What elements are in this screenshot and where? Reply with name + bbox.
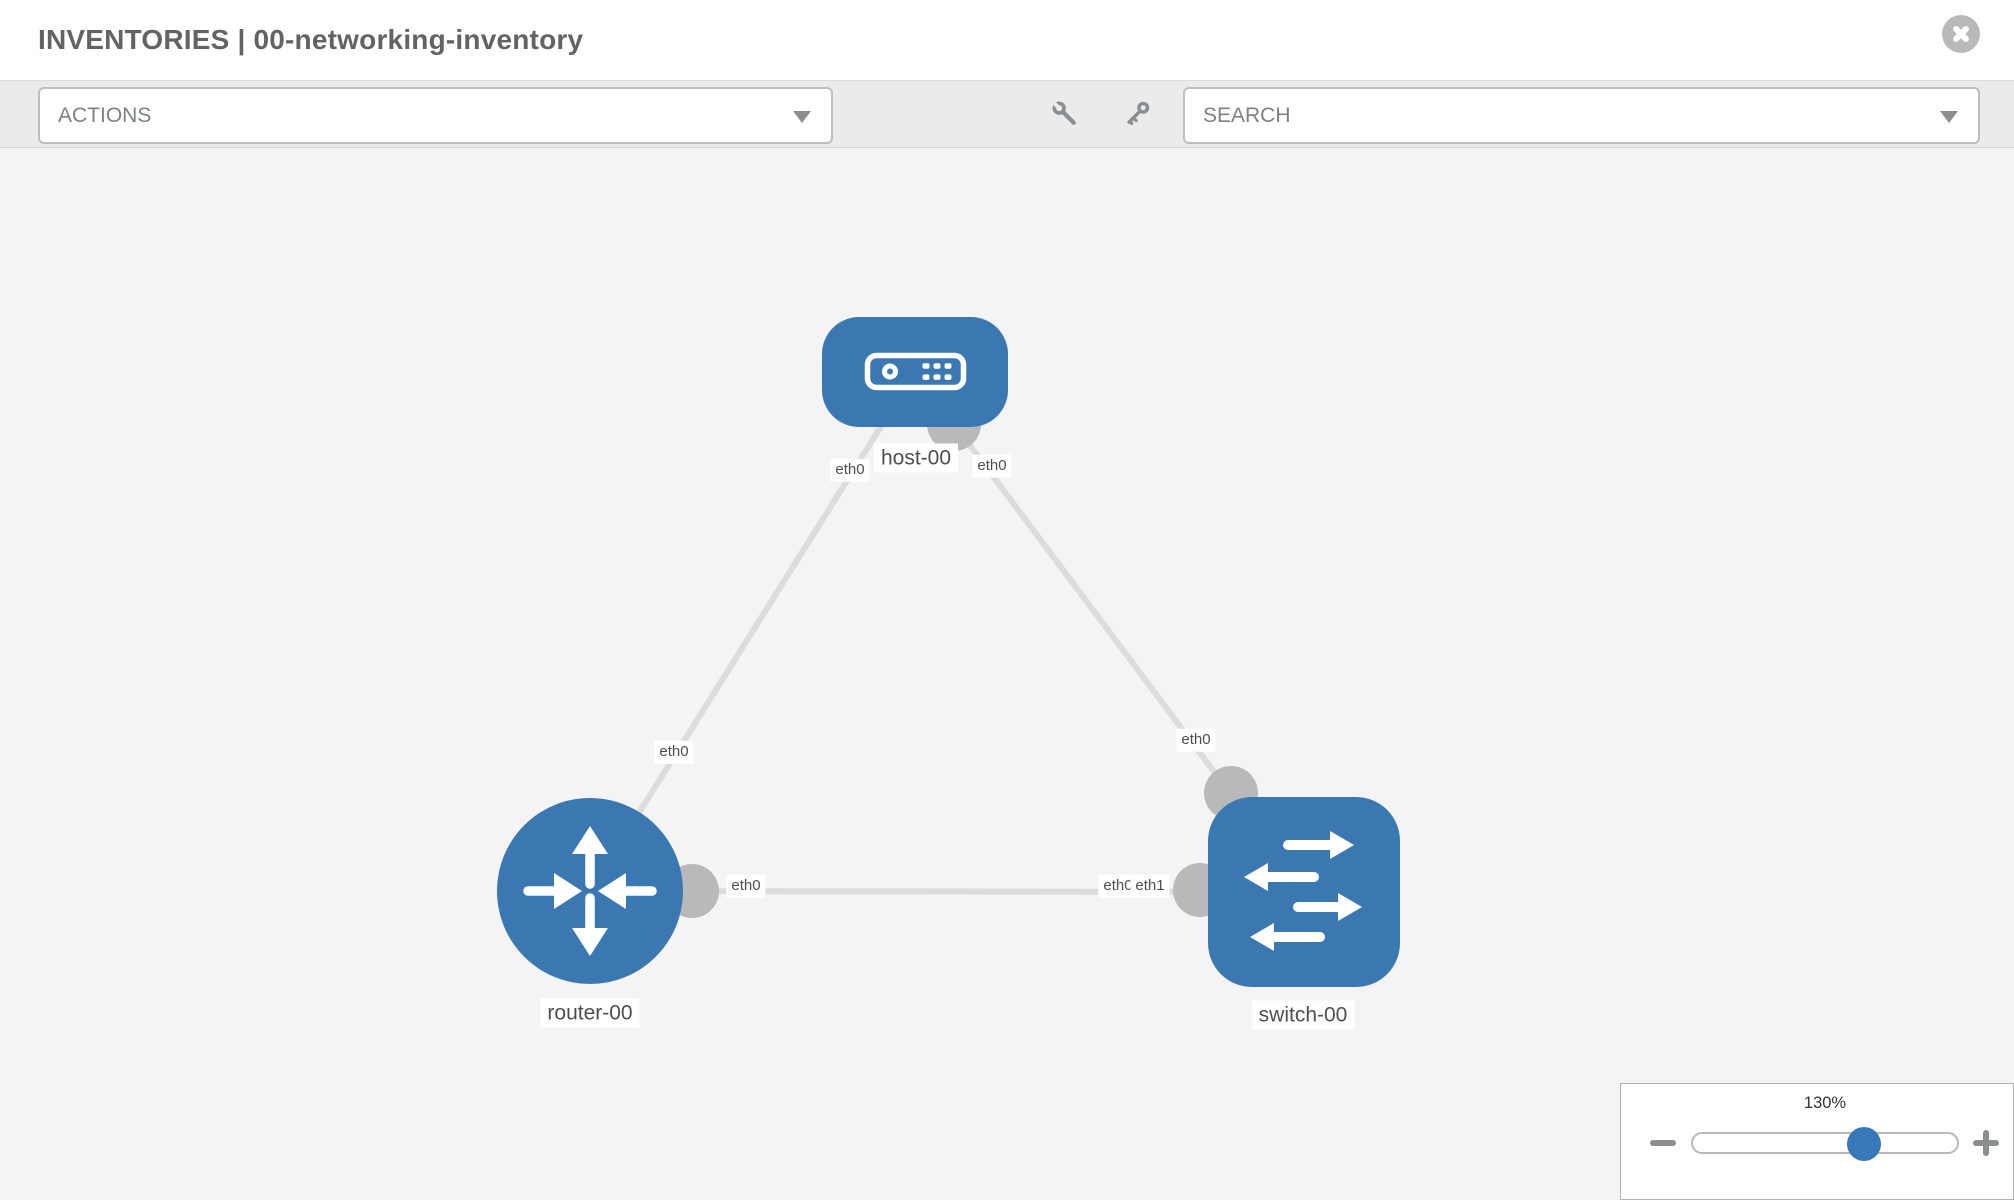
- close-icon[interactable]: [1942, 15, 1980, 53]
- zoom-panel: 130%: [1620, 1083, 2014, 1200]
- node-router-00[interactable]: [497, 798, 683, 984]
- plus-icon-bar: [1983, 1130, 1989, 1156]
- chevron-down-icon: [793, 110, 811, 123]
- link-host-router[interactable]: [587, 370, 918, 893]
- node-label-router: router-00: [540, 998, 640, 1028]
- node-label-switch: switch-00: [1251, 1000, 1355, 1030]
- host-icon: [864, 352, 967, 391]
- router-node-shape: [497, 798, 683, 984]
- search-placeholder: SEARCH: [1203, 103, 1291, 127]
- interface-label: eth1: [1130, 874, 1170, 898]
- node-switch-00[interactable]: [1208, 797, 1400, 987]
- interface-label: eth0: [1098, 874, 1138, 898]
- router-icon: [523, 826, 657, 956]
- zoom-out-button[interactable]: [1650, 1140, 1676, 1146]
- chevron-down-icon: [1940, 110, 1958, 123]
- interface-label: eth0: [726, 874, 766, 898]
- zoom-slider-handle[interactable]: [1847, 1127, 1881, 1161]
- actions-dropdown[interactable]: ACTIONS: [38, 87, 833, 144]
- zoom-slider-track[interactable]: [1691, 1132, 1959, 1154]
- actions-dropdown-label: ACTIONS: [58, 103, 152, 127]
- interface-label: eth0: [830, 458, 870, 482]
- wrench-icon[interactable]: [1049, 98, 1083, 132]
- switch-icon: [1244, 831, 1362, 951]
- toolbar: ACTIONS SEARCH: [0, 80, 2014, 149]
- node-label-host: host-00: [873, 443, 959, 473]
- key-icon[interactable]: [1119, 98, 1153, 132]
- host-node-shape: [822, 317, 1008, 427]
- topology-canvas[interactable]: eth0 host-00 eth0 eth0 eth0 eth0 eth0 et…: [0, 148, 2014, 1200]
- interface-label: eth0: [972, 454, 1012, 478]
- interface-label: eth0: [654, 740, 694, 764]
- search-dropdown[interactable]: SEARCH: [1183, 87, 1980, 144]
- page-title: INVENTORIES | 00-networking-inventory: [38, 24, 584, 55]
- zoom-value: 130%: [1803, 1094, 1847, 1112]
- zoom-in-button[interactable]: [1973, 1130, 1999, 1156]
- header: INVENTORIES | 00-networking-inventory: [0, 0, 2014, 80]
- interface-label: eth0: [1176, 728, 1216, 752]
- switch-node-shape: [1208, 797, 1400, 987]
- topology-graph: [497, 317, 1400, 987]
- node-host-00[interactable]: [822, 317, 1008, 427]
